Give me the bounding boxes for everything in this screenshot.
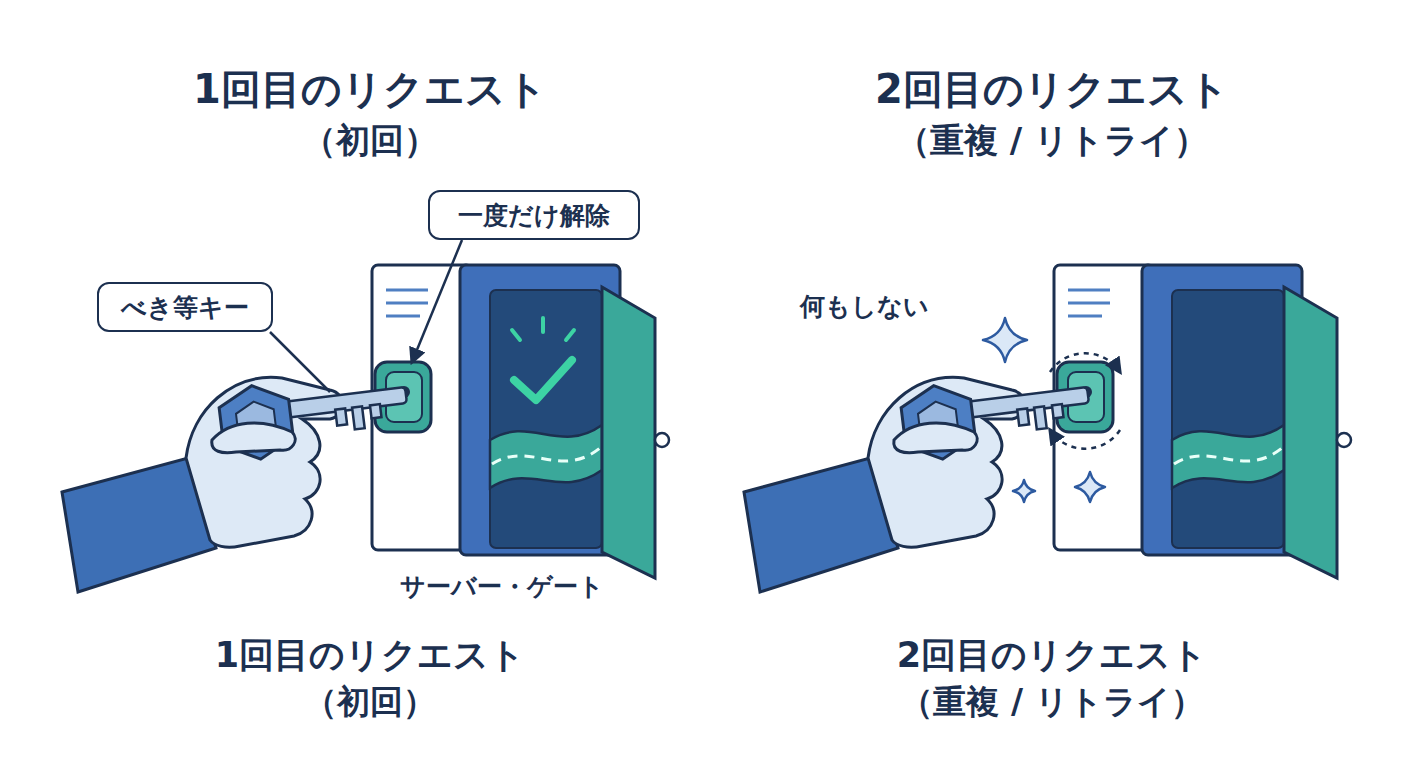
note-label: 何もしない <box>800 290 929 323</box>
callout-text: べき等キー <box>121 291 249 324</box>
heading-label: 2回目のリクエスト <box>752 62 1352 117</box>
leader-line <box>270 332 330 392</box>
heading-label: 1回目のリクエスト <box>70 632 670 679</box>
left-scene <box>62 265 669 592</box>
part-label: サーバー・ゲート <box>202 570 802 603</box>
right-scene <box>744 265 1351 592</box>
heading-label: （初回） <box>70 680 670 725</box>
heading-label: （初回） <box>70 118 670 164</box>
heading-label: 2回目のリクエスト <box>752 632 1352 679</box>
heading-label: （重複 / リトライ） <box>752 680 1352 725</box>
callout-box: 一度だけ解除 <box>428 190 640 240</box>
callout-box: べき等キー <box>97 282 273 332</box>
rotation-arrows <box>1050 353 1120 449</box>
sparkle <box>983 318 1105 502</box>
callout-text: 一度だけ解除 <box>458 199 610 232</box>
check-mark <box>512 318 574 400</box>
heading-label: （重複 / リトライ） <box>752 118 1352 164</box>
heading-label: 1回目のリクエスト <box>70 62 670 117</box>
leader-line <box>412 240 462 362</box>
